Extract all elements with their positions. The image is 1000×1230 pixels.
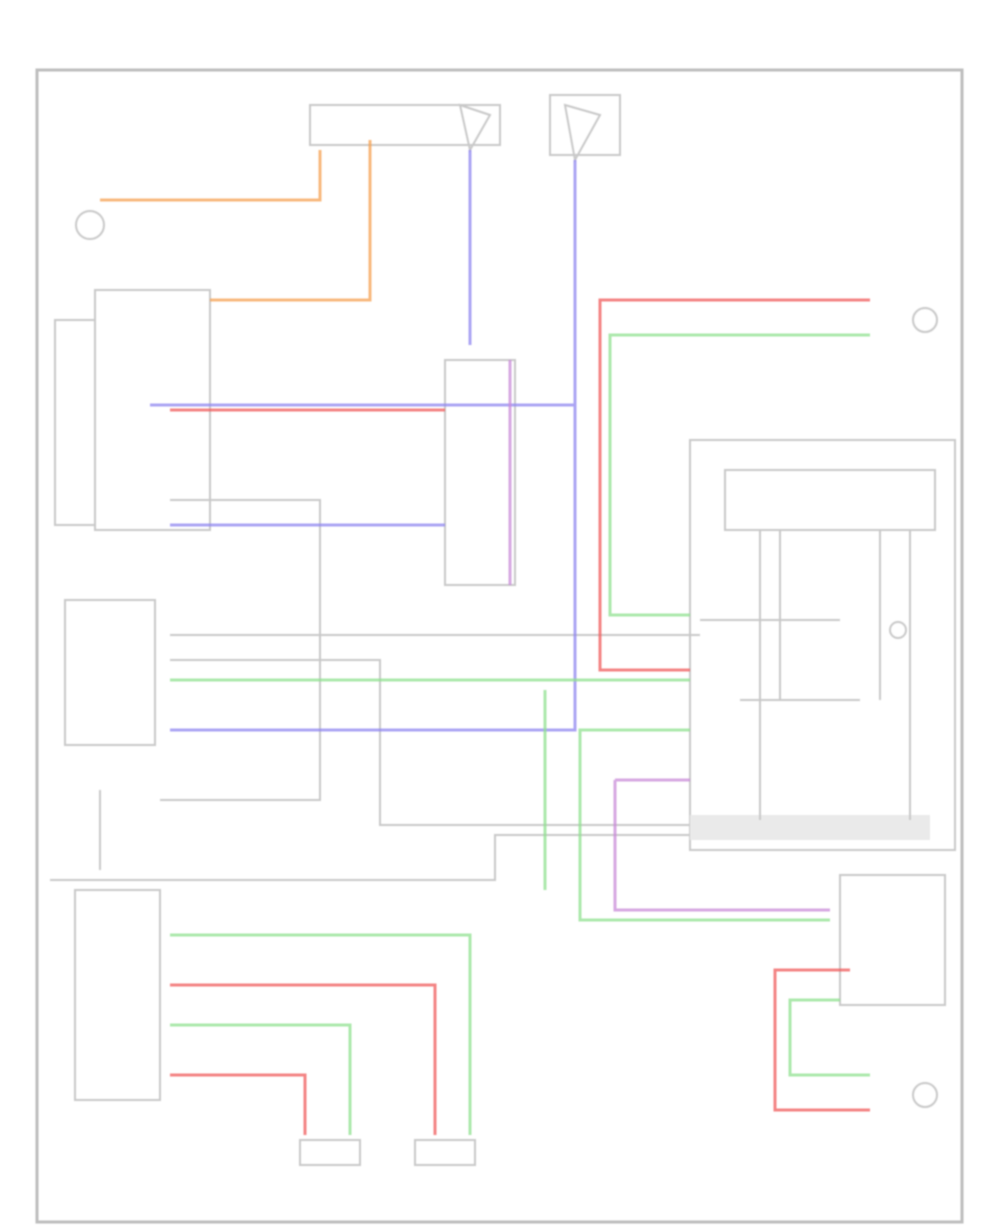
fuse-box-right — [549, 94, 621, 156]
left-module — [54, 319, 96, 526]
module-bottom-bar — [690, 815, 930, 840]
diagram-frame — [35, 68, 964, 1224]
fuse-icon — [458, 103, 492, 153]
bottom-sensor-left — [299, 1139, 361, 1166]
gray-wires — [50, 499, 911, 881]
top-switch-box — [309, 104, 501, 146]
right-actuator — [839, 874, 946, 1006]
wire-magenta — [508, 360, 830, 912]
wire-orange — [100, 140, 372, 302]
components — [50, 94, 956, 1166]
fuse-icon — [563, 103, 602, 163]
display-block — [724, 469, 936, 531]
center-relay-box — [444, 359, 516, 586]
wire-purple — [150, 150, 577, 732]
lamp-icon — [912, 307, 938, 333]
right-control-module — [689, 439, 956, 851]
switch-box-left — [64, 599, 156, 746]
lamp-icon — [75, 210, 105, 240]
bottom-sensor-right — [414, 1139, 476, 1166]
lamp-icon — [912, 1082, 938, 1108]
wire-red — [170, 298, 870, 1135]
lamp-icon — [889, 621, 907, 639]
wire-green — [170, 333, 870, 1135]
lower-left-connector — [74, 889, 161, 1101]
